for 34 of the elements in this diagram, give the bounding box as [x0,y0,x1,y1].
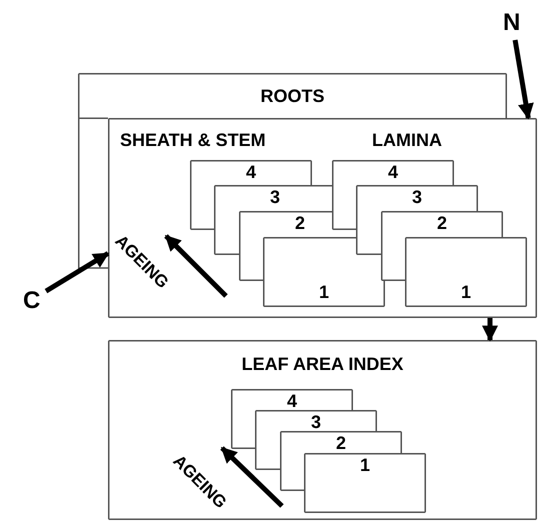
panel-heading: LEAF AREA INDEX [242,354,404,375]
card [356,185,478,255]
card-number: 3 [412,188,422,206]
card-number: 3 [270,188,280,206]
panel-heading: LAMINA [372,130,442,151]
card-number: 4 [246,163,256,181]
arrow [44,251,110,294]
card [255,410,377,470]
card-number: 2 [437,214,447,232]
arrow [512,40,534,120]
card-number: 2 [336,434,346,452]
card-number: 1 [461,283,471,301]
arrow [482,318,498,342]
panel [78,73,507,119]
card [190,160,312,230]
card [304,453,426,513]
card [381,211,503,281]
card-number: 1 [319,283,329,301]
panel-heading: ROOTS [260,86,324,107]
card-number: 3 [311,413,321,431]
node-letter: C [23,287,40,315]
node-letter: N [503,9,520,37]
panel [108,340,537,520]
card [231,389,353,449]
card-number: 4 [287,392,297,410]
card-number: 1 [360,456,370,474]
card-number: 2 [295,214,305,232]
card-number: 4 [388,163,398,181]
card [332,160,454,230]
panel [108,118,537,318]
card [280,431,402,491]
card [405,237,527,307]
card [263,237,385,307]
panel-heading: SHEATH & STEM [120,130,266,151]
